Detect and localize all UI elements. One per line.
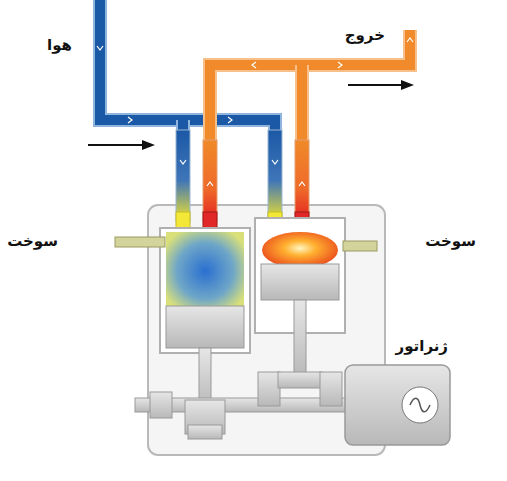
part-label: ژنراتور [396,337,448,355]
part-label: هوا [47,36,72,54]
part-label: سوخت [7,232,58,250]
part-label: خروج [345,26,385,44]
part-label: سوخت [425,232,476,250]
